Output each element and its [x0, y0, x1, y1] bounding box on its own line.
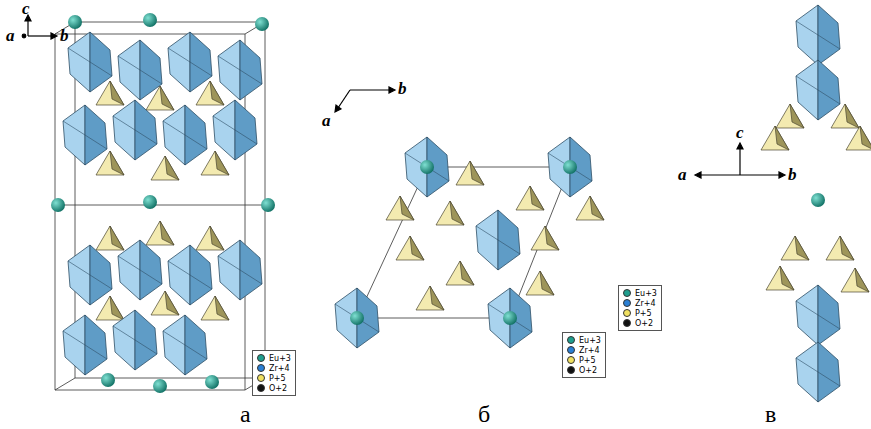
legend-text: Zr+4 — [579, 346, 600, 355]
legend-swatch — [623, 299, 631, 307]
legend-row: Eu+3 — [257, 353, 291, 363]
axis-label: b — [398, 80, 407, 97]
axis-label: a — [6, 27, 15, 44]
legend-text: Eu+3 — [269, 354, 291, 363]
panel-label: а — [240, 402, 251, 426]
legend-row: Eu+3 — [623, 288, 657, 298]
legend-swatch — [257, 374, 265, 382]
legend-text: O+2 — [269, 384, 287, 393]
legend-text: P+5 — [635, 309, 652, 318]
legend-swatch — [257, 364, 265, 372]
legend-text: Eu+3 — [579, 336, 601, 345]
legend-row: P+5 — [257, 373, 291, 383]
legend-row: Zr+4 — [623, 298, 657, 308]
legend-row: Eu+3 — [567, 335, 601, 345]
legend-text: Zr+4 — [269, 364, 290, 373]
legend-swatch — [567, 346, 575, 354]
axis-label: a — [678, 166, 687, 183]
legend-box: Eu+3Zr+4P+5O+2 — [562, 332, 606, 378]
legend-row: O+2 — [623, 318, 657, 328]
legend-swatch — [257, 354, 265, 362]
legend-row: O+2 — [257, 383, 291, 393]
axis-label: b — [60, 27, 69, 44]
legend-text: Eu+3 — [635, 289, 657, 298]
legend-swatch — [567, 366, 575, 374]
legend-swatch — [623, 289, 631, 297]
axis-label: a — [322, 112, 331, 129]
axis-label: c — [736, 124, 744, 141]
legend-text: O+2 — [635, 319, 653, 328]
legend-text: P+5 — [269, 374, 286, 383]
legend-text: Zr+4 — [635, 299, 656, 308]
legend-box: Eu+3Zr+4P+5O+2 — [618, 285, 662, 331]
legend-swatch — [623, 319, 631, 327]
axis-label: c — [22, 0, 30, 17]
legend-swatch — [567, 336, 575, 344]
legend-row: P+5 — [623, 308, 657, 318]
axis-label: b — [788, 166, 797, 183]
legend-row: Zr+4 — [257, 363, 291, 373]
legend-swatch — [623, 309, 631, 317]
legend-text: P+5 — [579, 356, 596, 365]
legend-row: O+2 — [567, 365, 601, 375]
legend-row: Zr+4 — [567, 345, 601, 355]
panel-label: б — [478, 402, 490, 426]
legend-box: Eu+3Zr+4P+5O+2 — [252, 350, 296, 396]
panel-label: в — [765, 402, 776, 426]
legend-swatch — [567, 356, 575, 364]
legend-row: P+5 — [567, 355, 601, 365]
legend-swatch — [257, 384, 265, 392]
legend-text: O+2 — [579, 366, 597, 375]
